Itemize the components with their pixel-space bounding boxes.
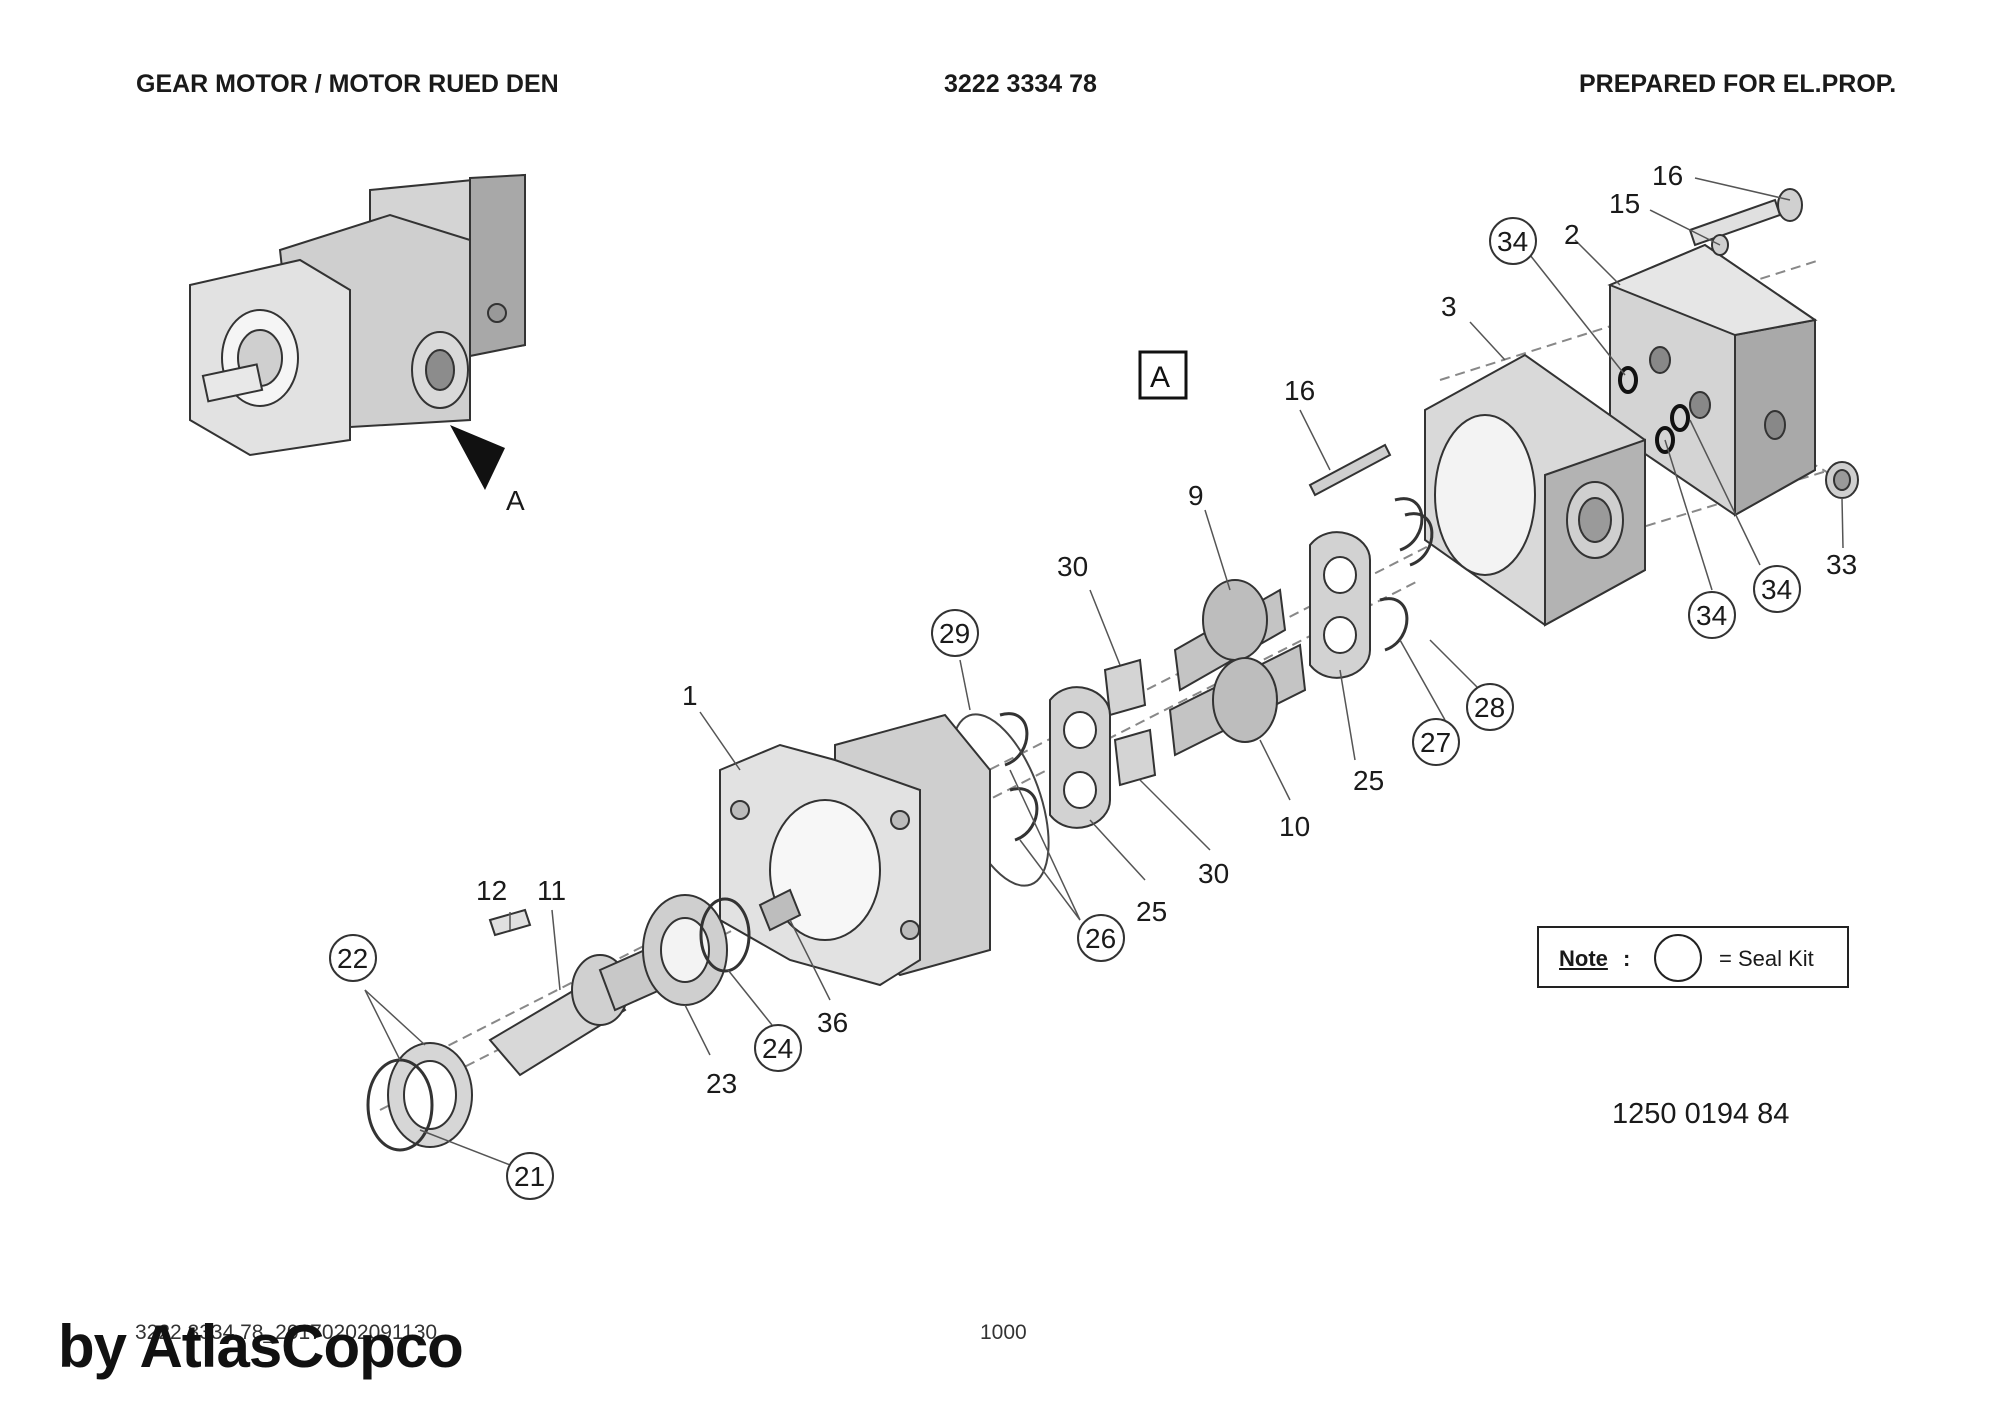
note-colon: : xyxy=(1623,946,1631,971)
watermark: by AtlasCopco xyxy=(58,1313,464,1380)
view-arrow-label: A xyxy=(506,485,525,516)
callout-22: 22 xyxy=(329,934,377,982)
callout-1: 1 xyxy=(682,680,698,711)
callout-36: 36 xyxy=(817,1007,848,1038)
part-number: 3222 3334 78 xyxy=(944,70,1097,98)
view-a-arrow xyxy=(450,425,505,490)
callout-34-right: 34 xyxy=(1753,565,1801,613)
callout-29: 29 xyxy=(931,609,979,657)
svg-text:34: 34 xyxy=(1497,226,1528,257)
svg-text:21: 21 xyxy=(514,1161,545,1192)
gear-housing xyxy=(1424,353,1646,627)
view-label-box xyxy=(1138,350,1188,400)
document-title: GEAR MOTOR / MOTOR RUED DEN xyxy=(136,70,559,98)
callout-23: 23 xyxy=(706,1068,737,1099)
callout-2: 2 xyxy=(1564,219,1580,250)
callout-15: 15 xyxy=(1609,188,1640,219)
bushings xyxy=(1103,658,1157,787)
seal-kit-circle-icon xyxy=(1654,934,1702,982)
note-label: Note xyxy=(1559,946,1608,971)
wear-plate-25-left xyxy=(1049,686,1111,829)
callout-3: 3 xyxy=(1441,291,1457,322)
note-text: = Seal Kit xyxy=(1719,946,1814,971)
callout-12: 12 xyxy=(476,875,507,906)
callout-34-top: 34 xyxy=(1489,217,1537,265)
footer-code: 3222 3334 78_20170202091130 xyxy=(135,1321,438,1344)
svg-text:29: 29 xyxy=(939,618,970,649)
ball-bearing xyxy=(642,894,728,1006)
assembled-motor-illustration xyxy=(189,173,526,457)
drive-shaft xyxy=(488,948,662,1077)
svg-text:28: 28 xyxy=(1474,692,1505,723)
callout-28: 28 xyxy=(1466,683,1514,731)
reference-number: 1250 0194 84 xyxy=(1612,1098,1790,1130)
callout-25-left: 25 xyxy=(1136,896,1167,927)
driven-gear xyxy=(1168,643,1307,757)
callout-25-right: 25 xyxy=(1353,765,1384,796)
bolt-and-washer xyxy=(1688,188,1803,256)
callouts: 16 15 34 2 3 16 9 30 29 1 33 34 34 28 27… xyxy=(329,160,1857,1200)
drive-gear xyxy=(1173,579,1287,692)
seal-kit-legend: Note : = Seal Kit xyxy=(1537,926,1849,988)
prepared-for: PREPARED FOR EL.PROP. xyxy=(1579,70,1897,98)
o-rings-seal-kit xyxy=(1618,366,1690,454)
callout-10: 10 xyxy=(1279,811,1310,842)
seals-27-28 xyxy=(1379,497,1434,652)
callout-9: 9 xyxy=(1188,480,1204,511)
svg-text:34: 34 xyxy=(1761,574,1792,605)
svg-text:26: 26 xyxy=(1085,923,1116,954)
callout-26: 26 xyxy=(1077,914,1125,962)
seals-26 xyxy=(999,712,1039,842)
callout-30-top: 30 xyxy=(1057,551,1088,582)
callout-16-top: 16 xyxy=(1652,160,1683,191)
callout-11: 11 xyxy=(537,875,566,906)
callout-33: 33 xyxy=(1826,549,1857,580)
leader-lines xyxy=(364,177,1844,1166)
callout-21: 21 xyxy=(506,1152,554,1200)
end-cover-block xyxy=(1607,243,1818,517)
callout-34-bottom: 34 xyxy=(1688,591,1736,639)
front-flange-body xyxy=(719,713,991,987)
callout-16-pin: 16 xyxy=(1284,375,1315,406)
svg-text:22: 22 xyxy=(337,943,368,974)
callout-24: 24 xyxy=(754,1024,802,1072)
dowel-pin xyxy=(1308,443,1392,497)
footer-page-number: 1000 xyxy=(980,1321,1027,1344)
snap-ring-24 xyxy=(699,897,751,973)
view-label: A xyxy=(1150,361,1170,394)
callout-27: 27 xyxy=(1412,718,1460,766)
svg-text:34: 34 xyxy=(1696,600,1727,631)
wear-plate-25-right xyxy=(1309,531,1371,679)
callout-30-bottom: 30 xyxy=(1198,858,1229,889)
svg-text:27: 27 xyxy=(1420,727,1451,758)
svg-text:24: 24 xyxy=(762,1033,793,1064)
plug xyxy=(1825,461,1859,499)
